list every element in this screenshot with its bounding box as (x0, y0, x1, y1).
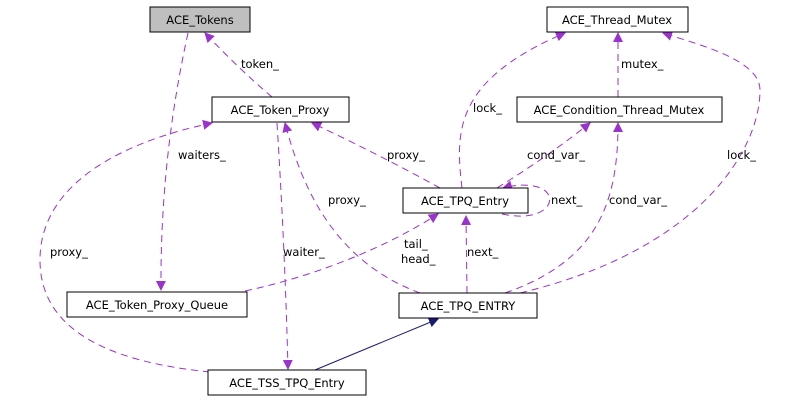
node-ace-tpq-entry-upper[interactable]: ACE_TPQ_ENTRY (398, 292, 538, 319)
label-waiters: waiters_ (178, 148, 226, 162)
node-label: ACE_Condition_Thread_Mutex (534, 103, 705, 117)
node-label: ACE_TSS_TPQ_Entry (229, 376, 345, 390)
edge-tpq-entry-upper-to-tpq-entry (461, 215, 472, 294)
edge-proxy-queue-to-tpq-entry (244, 213, 439, 292)
label-next-self: next_ (551, 193, 582, 207)
edge-tss-tpq-entry-inherits-tpq-entry (314, 317, 439, 371)
label-cond-var-upper: cond_var_ (527, 148, 585, 162)
node-ace-tokens[interactable]: ACE_Tokens (149, 6, 251, 33)
node-label: ACE_Token_Proxy_Queue (86, 298, 228, 312)
node-ace-thread-mutex[interactable]: ACE_Thread_Mutex (546, 6, 689, 33)
edge-token-proxy-to-tss-tpq-entry (276, 122, 293, 370)
label-waiter: waiter_ (283, 245, 325, 259)
label-cond-var-lower: cond_var_ (609, 193, 667, 207)
label-lock-left: lock_ (473, 101, 502, 115)
label-next-lower: next_ (467, 245, 498, 259)
edge-tpq-entry-upper-to-condition-mutex (504, 122, 623, 294)
label-head: head_ (401, 252, 436, 266)
label-token: token_ (241, 57, 279, 71)
node-label: ACE_Tokens (166, 13, 233, 27)
edge-labels: token_ waiters_ lock_ mutex_ lock_ proxy… (50, 57, 756, 266)
edge-tss-tpq-entry-to-token-proxy (39, 119, 213, 373)
node-ace-tss-tpq-entry[interactable]: ACE_TSS_TPQ_Entry (207, 369, 367, 396)
edge-tpq-entry-self-next (501, 180, 551, 217)
label-proxy-left: proxy_ (50, 245, 88, 259)
label-proxy-middle: proxy_ (328, 193, 366, 207)
node-label: ACE_Token_Proxy (231, 103, 330, 117)
edge-tpq-entry-upper-to-thread-mutex (519, 31, 761, 294)
node-ace-condition-thread-mutex[interactable]: ACE_Condition_Thread_Mutex (516, 96, 723, 123)
edge-tpq-entry-to-token-proxy (311, 122, 441, 189)
node-ace-token-proxy[interactable]: ACE_Token_Proxy (211, 96, 350, 123)
node-label: ACE_TPQ_ENTRY (421, 299, 517, 313)
label-tail: tail_ (404, 237, 428, 251)
node-ace-token-proxy-queue[interactable]: ACE_Token_Proxy_Queue (66, 291, 248, 318)
label-proxy-upper: proxy_ (387, 148, 425, 162)
label-lock-right: lock_ (727, 148, 756, 162)
label-mutex: mutex_ (621, 57, 664, 71)
edges (39, 31, 761, 373)
node-label: ACE_TPQ_Entry (421, 194, 509, 208)
node-label: ACE_Thread_Mutex (562, 13, 672, 27)
node-ace-tpq-entry[interactable]: ACE_TPQ_Entry (402, 187, 529, 214)
edge-tpq-entry-upper-to-token-proxy (282, 122, 421, 294)
